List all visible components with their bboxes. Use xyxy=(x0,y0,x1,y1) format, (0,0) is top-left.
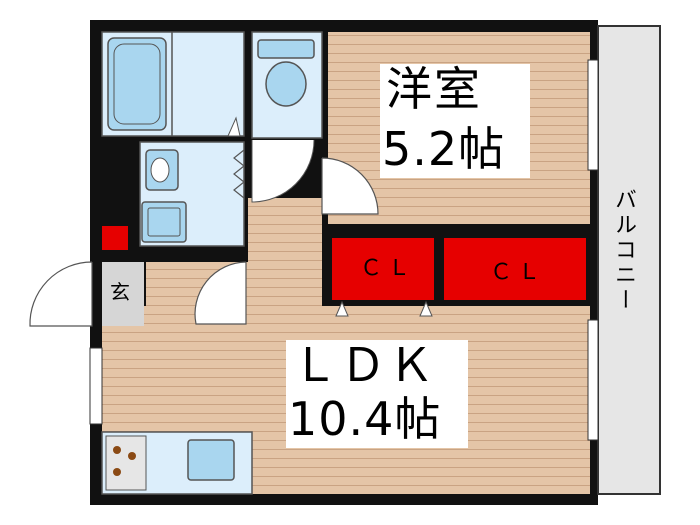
toilet-door-swing xyxy=(251,139,315,203)
closet-left-label: ＣＬ xyxy=(360,256,417,281)
washer-icon xyxy=(141,201,187,243)
entrance-label: 玄 xyxy=(110,280,130,304)
closet-right-label: ＣＬ xyxy=(490,260,547,285)
toilet-icon xyxy=(257,39,315,107)
closet-left xyxy=(328,234,438,304)
interior-wall xyxy=(322,224,590,234)
kitchen-sink-icon xyxy=(187,439,235,481)
western-room-name: 洋室 xyxy=(386,62,482,116)
balcony-label: バルコニー xyxy=(611,188,636,313)
label-bg xyxy=(286,340,468,448)
folding-door xyxy=(233,149,245,199)
label-bg xyxy=(380,64,530,178)
entrance-door-swing xyxy=(29,261,93,327)
entrance-floor xyxy=(102,262,144,326)
closet-right xyxy=(440,234,590,304)
ldk-size: 10.4帖 xyxy=(288,392,442,446)
ldk-name: ＬＤＫ xyxy=(292,338,436,392)
stove-icon xyxy=(105,435,147,491)
hall-door-swing xyxy=(194,261,247,325)
balcony-area xyxy=(597,25,661,495)
sink-icon xyxy=(145,149,179,191)
western-room-size: 5.2帖 xyxy=(382,122,506,176)
shoe-box xyxy=(102,226,128,250)
hallway-floor xyxy=(248,198,322,308)
room-door-swing xyxy=(321,157,379,215)
bathtub-icon xyxy=(107,37,167,131)
